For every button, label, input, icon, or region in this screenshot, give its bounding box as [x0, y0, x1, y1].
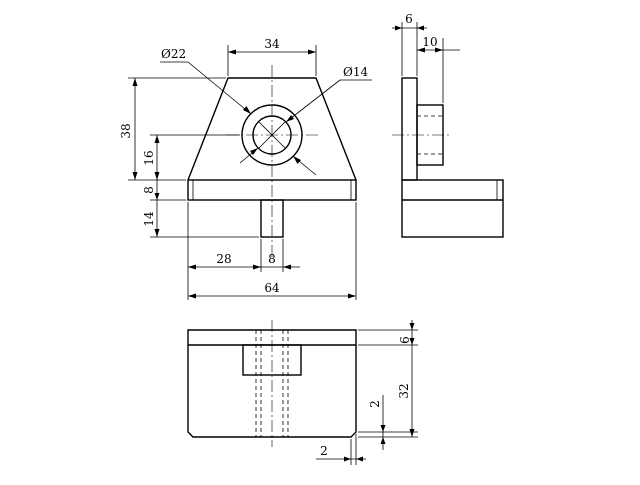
arrow [293, 156, 301, 164]
top-view-dimensions: 6 32 2 2 [316, 320, 418, 465]
dim-depth: 32 [397, 383, 411, 398]
dim-chamfer-h: 2 [320, 444, 328, 458]
dim-total-width: 64 [264, 281, 280, 295]
dim-base-thickness: 8 [142, 186, 156, 194]
dim-outer-diameter: Ø22 [161, 47, 186, 61]
arrow [308, 49, 316, 55]
dim-center-height: 16 [142, 150, 156, 165]
arrow [188, 264, 196, 270]
trapezoid-outline [187, 77, 357, 181]
arrow [243, 106, 251, 114]
arrow [409, 429, 415, 437]
arrow [154, 229, 160, 237]
arrow [409, 323, 415, 330]
top-outline [187, 329, 357, 438]
arrow [250, 148, 258, 155]
arrow [132, 78, 138, 86]
arrow [154, 135, 160, 143]
side-base [401, 179, 504, 238]
circle-cross-b [257, 120, 287, 150]
arrow [154, 172, 160, 180]
dim-total-height: 38 [119, 123, 133, 138]
dim-boss-depth: 10 [422, 35, 437, 49]
arrow [380, 425, 386, 432]
arrow [435, 47, 443, 53]
arrow [283, 264, 291, 270]
dim-chamfer-v: 2 [368, 400, 382, 408]
side-vertical-plate [401, 77, 418, 181]
arrow [409, 338, 415, 345]
dim-top-width: 34 [264, 37, 280, 51]
arrow [188, 293, 196, 299]
dim-pin-offset: 28 [216, 252, 231, 266]
arrow [380, 437, 386, 444]
arrow [228, 49, 236, 55]
arrow [395, 25, 402, 31]
leader-14 [285, 79, 341, 123]
arrow [253, 264, 261, 270]
arrow [132, 172, 138, 180]
arrow [154, 193, 160, 200]
arrow [344, 456, 351, 462]
arrow [356, 456, 363, 462]
dim-pin-length: 14 [142, 211, 156, 227]
leader-22 [187, 61, 252, 115]
side-view: 6 10 [392, 12, 504, 238]
front-view [187, 65, 357, 260]
arrow [417, 25, 424, 31]
front-view-dimensions: 34 Ø22 Ø14 38 16 8 [119, 37, 372, 300]
arrow [417, 47, 425, 53]
dim-top-band: 6 [398, 336, 412, 344]
arrow [286, 115, 294, 122]
dim-plate-thickness: 6 [405, 12, 413, 26]
dim-inner-diameter: Ø14 [343, 65, 368, 79]
arrow [348, 293, 356, 299]
top-view [187, 320, 357, 447]
dim-pin-width: 8 [268, 252, 276, 266]
